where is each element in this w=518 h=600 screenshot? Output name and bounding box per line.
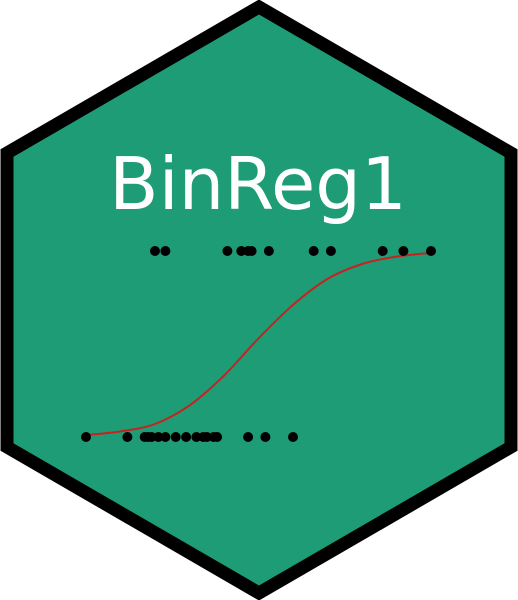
- data-point-outcome-0: [160, 432, 171, 442]
- data-point-outcome-0: [191, 432, 202, 442]
- data-point-outcome-1: [398, 246, 409, 256]
- fitted-curve: [85, 251, 432, 437]
- logo-title: BinReg1: [109, 142, 407, 226]
- logistic-plot: [81, 246, 436, 442]
- data-point-outcome-1: [263, 246, 274, 256]
- data-point-outcome-0: [288, 432, 298, 442]
- data-point-outcome-1: [325, 246, 336, 256]
- data-point-outcome-0: [260, 432, 271, 442]
- data-point-outcome-1: [160, 246, 171, 256]
- data-point-outcome-0: [181, 432, 192, 442]
- data-point-outcome-1: [222, 246, 233, 256]
- data-point-outcome-0: [122, 432, 133, 442]
- data-point-outcome-1: [377, 246, 388, 256]
- data-point-outcome-0: [153, 432, 164, 442]
- data-point-outcome-1: [426, 246, 436, 256]
- data-point-outcome-0: [243, 432, 254, 442]
- data-point-outcome-0: [212, 432, 223, 442]
- data-point-outcome-1: [246, 246, 257, 256]
- data-point-outcome-1: [150, 246, 160, 256]
- data-point-outcome-0: [170, 432, 181, 442]
- data-point-outcome-0: [81, 432, 91, 442]
- data-point-outcome-1: [308, 246, 319, 256]
